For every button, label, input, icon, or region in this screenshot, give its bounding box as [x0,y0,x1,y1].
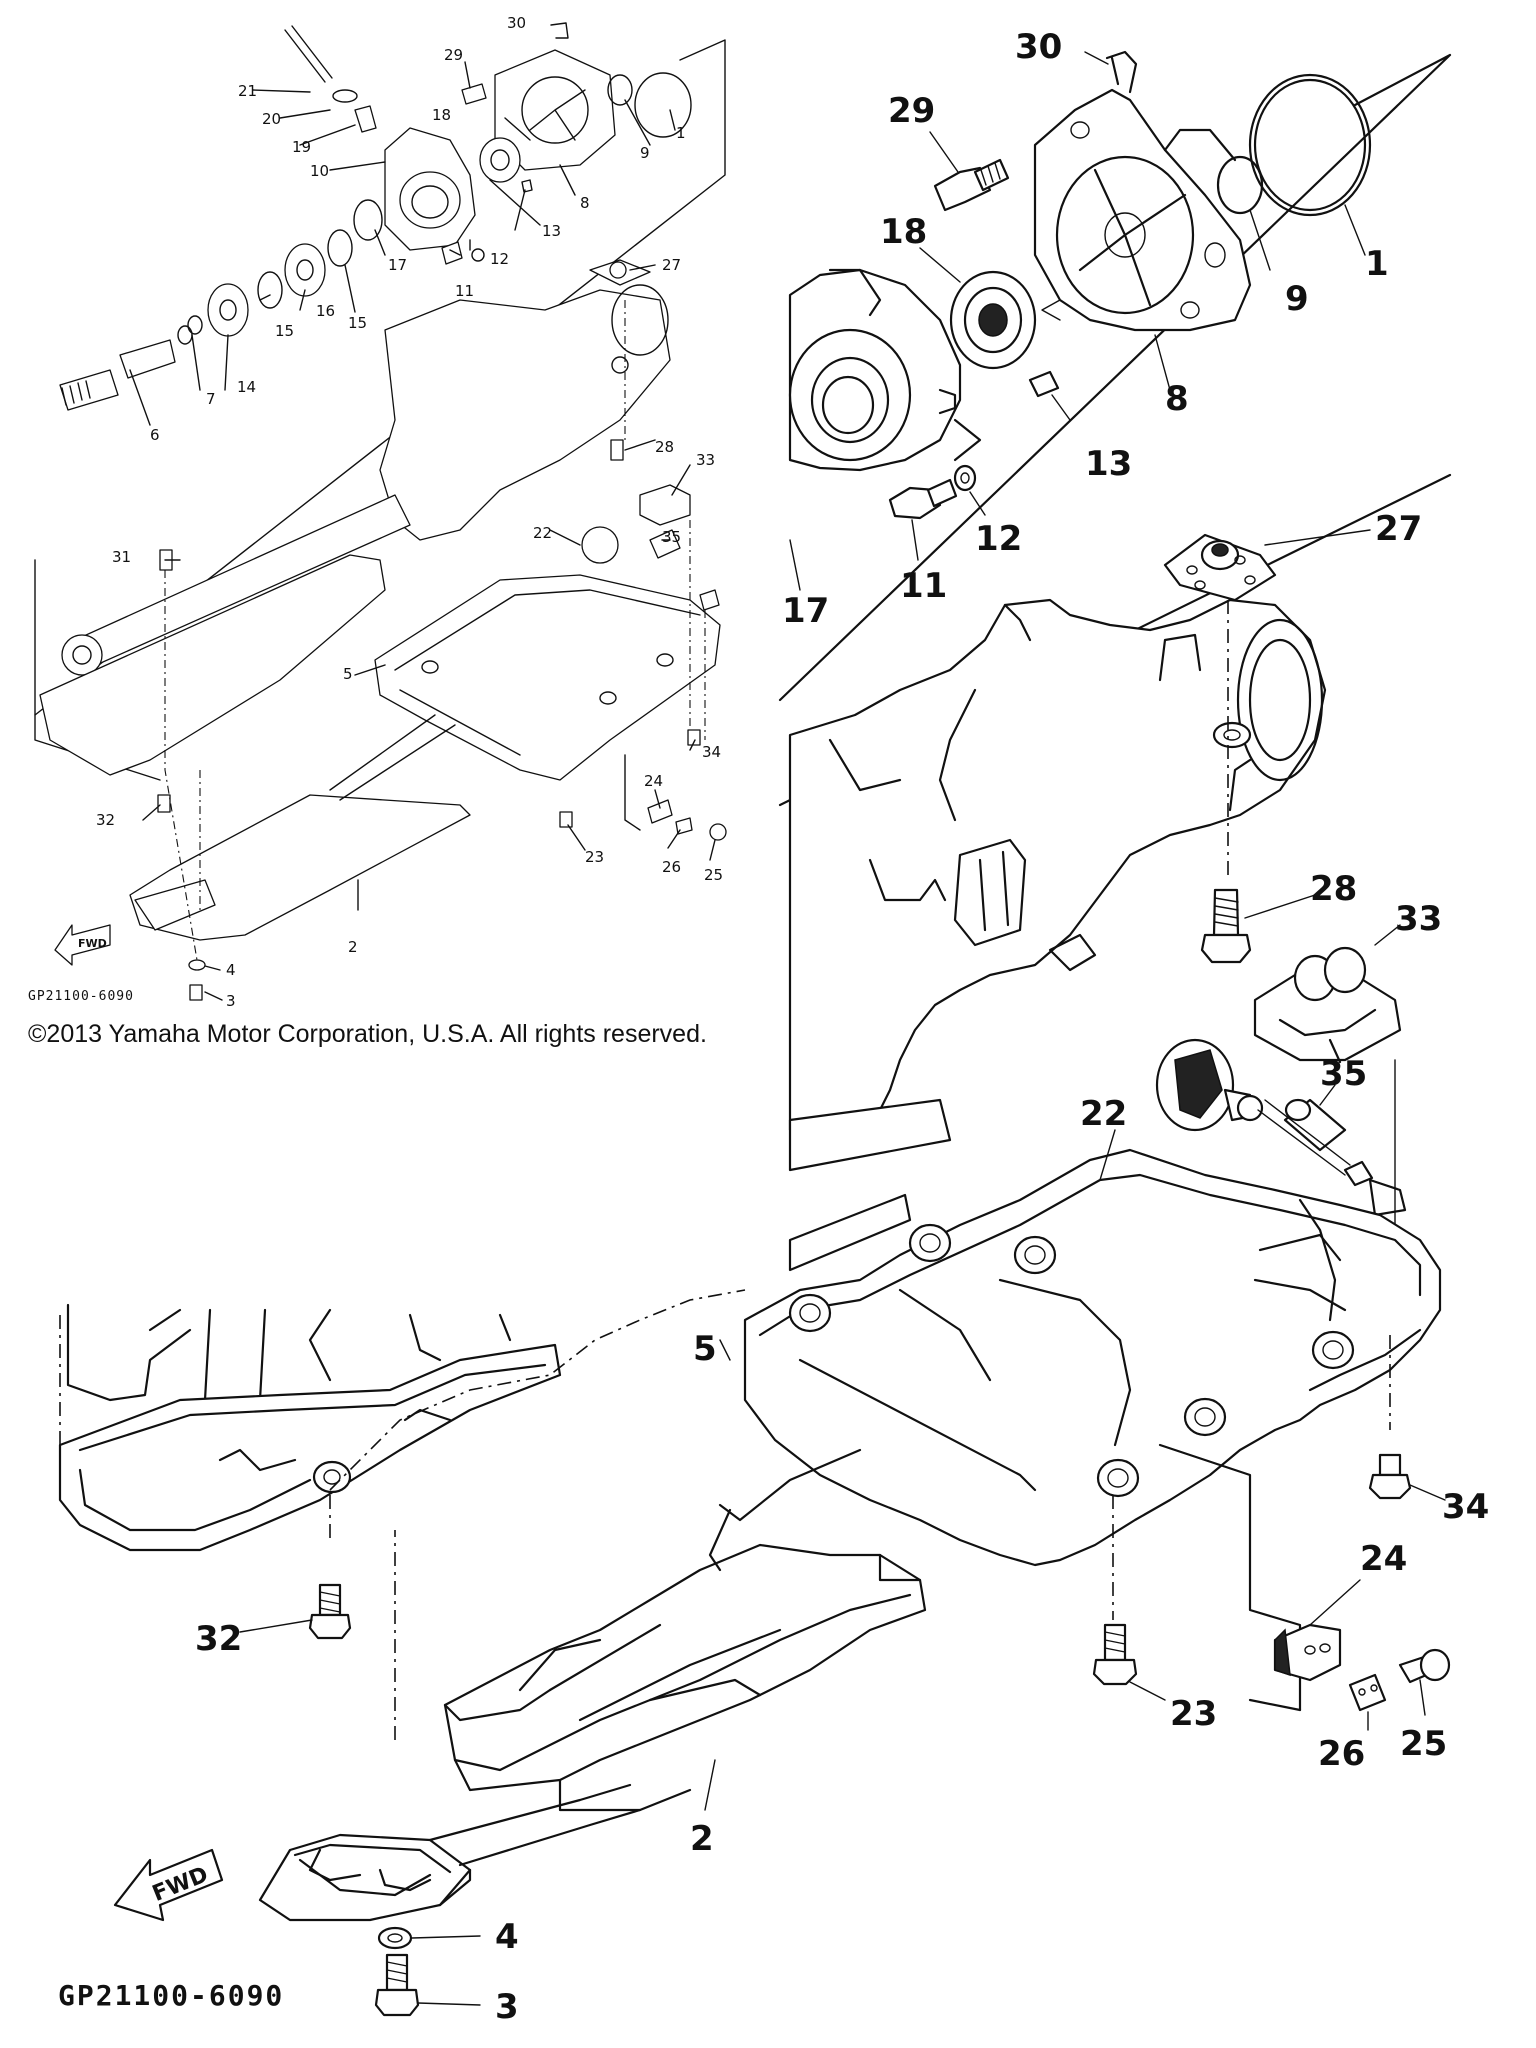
overview-label-28: 28 [655,438,674,456]
overview-fwd-label: FWD [78,937,107,950]
overview-label-22: 22 [533,524,552,542]
overview-label-11: 11 [455,282,474,300]
label-25: 25 [1400,1724,1447,1764]
overview-label-29: 29 [444,46,463,64]
overview-label-26: 26 [662,858,681,876]
overview-label-20: 20 [262,110,281,128]
bolt-28 [1212,888,1240,937]
pin-13 [1028,370,1060,398]
label-5: 5 [693,1329,717,1369]
label-32: 32 [195,1619,242,1659]
overview-diagram: FWD 30 29 1 9 21 20 19 18 10 8 13 12 11 … [28,14,727,1010]
overview-label-17: 17 [388,256,407,274]
overview-label-9: 9 [640,144,650,162]
label-35: 35 [1320,1054,1367,1094]
label-3: 3 [495,1987,519,2027]
washer-4 [377,1926,413,1950]
overview-fwd-arrow-icon [54,924,111,966]
label-8: 8 [1165,379,1189,419]
overview-pump-body [379,289,671,541]
overview-label-35: 35 [662,528,681,546]
overview-label-10: 10 [310,162,329,180]
label-4: 4 [495,1917,519,1957]
label-30: 30 [1015,27,1062,67]
washer-12 [953,464,977,492]
label-29: 29 [888,91,935,131]
diagram-code: GP21100-6090 [58,1979,284,2012]
overview-label-2: 2 [348,938,358,956]
overview-plate [374,574,721,781]
overview-label-15b: 15 [275,322,294,340]
label-24: 24 [1360,1539,1407,1579]
label-34: 34 [1442,1487,1489,1527]
label-22: 22 [1080,1094,1127,1134]
label-11: 11 [900,566,947,606]
overview-label-1: 1 [676,124,686,142]
overview-label-5: 5 [343,665,353,683]
label-33: 33 [1395,899,1442,939]
label-23: 23 [1170,1694,1217,1734]
base-plate [58,1343,562,1552]
overview-label-27: 27 [662,256,681,274]
clip-30 [1105,50,1138,94]
overview-label-31: 31 [112,548,131,566]
bolt-34 [1378,1453,1402,1477]
overview-label-12: 12 [490,250,509,268]
overview-label-23: 23 [585,848,604,866]
overview-label-21: 21 [238,82,257,100]
label-18: 18 [880,212,927,252]
plate-26 [1348,1673,1387,1712]
overview-label-6: 6 [150,426,160,444]
label-12: 12 [975,519,1022,559]
overview-label-3: 3 [226,992,236,1010]
fwd-arrow-icon [113,1848,224,1922]
bolt-11 [888,486,942,520]
overview-diagram-code: GP21100-6090 [28,989,134,1004]
label-2: 2 [690,1819,714,1859]
overview-label-14: 14 [237,378,256,396]
overview-label-16: 16 [316,302,335,320]
overview-label-19: 19 [292,138,311,156]
overview-label-34: 34 [702,743,721,761]
pump-body [788,598,1327,1132]
o-ring-9 [1216,155,1264,215]
o-ring-1 [1248,73,1372,217]
label-27: 27 [1375,509,1422,549]
label-9: 9 [1285,279,1309,319]
overview-label-15a: 15 [348,314,367,332]
overview-label-33: 33 [696,451,715,469]
main-diagram: FWD 30 29 1 9 18 8 13 [58,27,1489,2027]
overview-label-32: 32 [96,811,115,829]
overview-label-24: 24 [644,772,663,790]
label-17: 17 [782,591,829,631]
overview-label-13: 13 [542,222,561,240]
overview-label-30: 30 [507,14,526,32]
overview-label-7: 7 [206,390,216,408]
overview-label-18: 18 [432,106,451,124]
label-28: 28 [1310,869,1357,909]
label-13: 13 [1085,444,1132,484]
bar-5 [788,1193,912,1272]
copyright-notice: ©2013 Yamaha Motor Corporation, U.S.A. A… [28,1020,707,1048]
overview-label-4: 4 [226,961,236,979]
label-26: 26 [1318,1734,1365,1774]
overview-label-8: 8 [580,194,590,212]
overview-label-25: 25 [704,866,723,884]
label-1: 1 [1365,244,1389,284]
